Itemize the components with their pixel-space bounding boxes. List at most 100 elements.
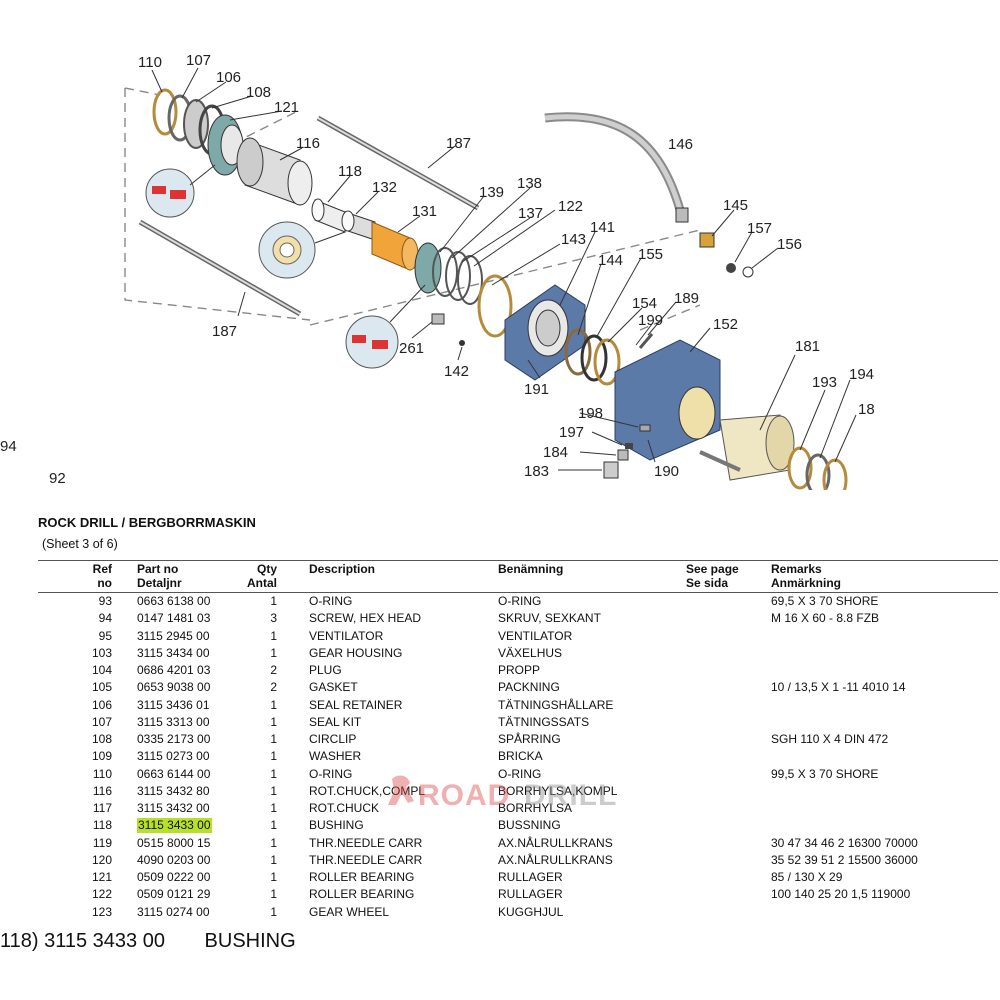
cell-qty: 1 bbox=[270, 835, 277, 850]
ball-142 bbox=[459, 340, 465, 346]
cell-remarks: 99,5 X 3 70 SHORE bbox=[771, 766, 879, 781]
label-92: 92 bbox=[49, 470, 66, 487]
label-154: 154 bbox=[632, 295, 657, 312]
label-146: 146 bbox=[668, 136, 693, 153]
label-183: 183 bbox=[524, 463, 549, 480]
sleeve-181 bbox=[719, 414, 795, 481]
selected-part-no: 3115 3433 00 bbox=[44, 930, 165, 952]
selected-ref: 118) bbox=[0, 930, 39, 952]
label-199: 199 bbox=[638, 312, 663, 329]
pin-189 bbox=[638, 333, 654, 349]
cell-part-no[interactable]: 3115 0274 00 bbox=[137, 904, 210, 919]
fitting-145 bbox=[675, 207, 715, 248]
cell-part-no[interactable]: 0509 0121 29 bbox=[137, 887, 211, 902]
label-187-top: 187 bbox=[446, 135, 471, 152]
cell-description: ROLLER BEARING bbox=[309, 887, 415, 902]
rings-144-154 bbox=[564, 328, 621, 386]
cell-remarks: M 16 X 60 - 8.8 FZB bbox=[771, 611, 880, 626]
cell-ref: 104 bbox=[91, 663, 112, 677]
label-187-left: 187 bbox=[212, 323, 237, 340]
cell-part-no[interactable]: 3115 0273 00 bbox=[137, 749, 210, 764]
cell-ref: 110 bbox=[92, 766, 112, 781]
cell-remarks: 30 47 34 46 2 16300 70000 bbox=[771, 835, 918, 850]
sheet-indicator: (Sheet 3 of 6) bbox=[42, 537, 118, 551]
cell-part-no[interactable]: 3115 3432 80 bbox=[137, 783, 210, 798]
cell-part-no[interactable]: 0509 0222 00 bbox=[137, 870, 211, 884]
label-181: 181 bbox=[795, 338, 820, 355]
document-title: ROCK DRILL / BERGBORRMASKIN bbox=[38, 515, 256, 530]
label-141: 141 bbox=[590, 219, 615, 236]
cell-part-no[interactable]: 3115 3313 00 bbox=[137, 714, 210, 729]
parts-157-156 bbox=[726, 263, 754, 278]
bushing-131 bbox=[371, 221, 419, 271]
label-131: 131 bbox=[412, 203, 437, 220]
cell-ref: 103 bbox=[91, 645, 112, 660]
cell-part-no[interactable]: 4090 0203 00 bbox=[137, 852, 211, 867]
cell-description: VENTILATOR bbox=[309, 628, 384, 643]
cell-part-no[interactable]: 3115 3434 00 bbox=[137, 645, 210, 660]
cell-part-no[interactable]: 0147 1481 03 bbox=[137, 611, 211, 626]
cell-ref: 94 bbox=[98, 611, 112, 626]
cell-ref: 108 bbox=[91, 732, 112, 746]
cell-qty: 1 bbox=[270, 749, 277, 764]
label-193: 193 bbox=[812, 374, 837, 391]
selected-part-line: 118) 3115 3433 00 BUSHING bbox=[0, 930, 296, 953]
cell-part-no[interactable]: 0663 6138 00 bbox=[137, 594, 211, 608]
label-190: 190 bbox=[654, 463, 679, 480]
label-143: 143 bbox=[561, 231, 586, 248]
cell-part-no[interactable]: 3115 3432 00 bbox=[137, 801, 210, 815]
cell-part-no[interactable]: 0686 4201 03 bbox=[137, 663, 211, 677]
cell-part-no[interactable]: 3115 3436 01 bbox=[137, 697, 210, 712]
cell-remarks: 100 140 25 20 1,5 119000 bbox=[771, 887, 911, 902]
cell-description: BUSHING bbox=[309, 818, 364, 833]
cell-part-no[interactable]: 0663 6144 00 bbox=[137, 766, 211, 781]
cell-benamning: RULLAGER bbox=[498, 870, 563, 884]
cell-part-no[interactable]: 3115 2945 00 bbox=[137, 628, 210, 643]
cell-part-no[interactable]: 0515 8000 15 bbox=[137, 835, 211, 850]
cell-ref: 119 bbox=[92, 835, 112, 850]
small-parts-198-183 bbox=[603, 424, 651, 479]
cell-description: GASKET bbox=[309, 680, 358, 695]
diagram-labels: 110 107 106 108 121 116 118 132 131 187 … bbox=[0, 52, 875, 487]
detail-callout-seal bbox=[345, 284, 426, 369]
cell-description: O-RING bbox=[309, 594, 353, 608]
label-116: 116 bbox=[296, 135, 320, 152]
label-184: 184 bbox=[543, 444, 568, 461]
cell-benamning: SKRUV, SEXKANT bbox=[498, 611, 601, 626]
cell-benamning: PACKNING bbox=[498, 680, 560, 695]
label-198: 198 bbox=[578, 405, 603, 422]
cell-description: SEAL RETAINER bbox=[309, 697, 403, 712]
label-106: 106 bbox=[216, 69, 241, 86]
cell-part-no-highlighted[interactable]: 3115 3433 00 bbox=[137, 818, 212, 834]
cell-qty: 1 bbox=[270, 887, 277, 902]
label-194: 194 bbox=[849, 366, 874, 383]
label-108: 108 bbox=[246, 84, 271, 101]
cell-part-no[interactable]: 0335 2173 00 bbox=[137, 732, 211, 746]
leader-lines bbox=[151, 67, 857, 471]
cell-description: GEAR HOUSING bbox=[309, 645, 403, 660]
cell-benamning: SPÅRRING bbox=[498, 732, 561, 746]
cell-remarks: SGH 110 X 4 DIN 472 bbox=[771, 732, 889, 746]
cell-description: WASHER bbox=[309, 749, 362, 764]
cell-qty: 1 bbox=[270, 697, 277, 712]
selected-description: BUSHING bbox=[204, 930, 296, 952]
cell-benamning: O-RING bbox=[498, 594, 542, 608]
label-261: 261 bbox=[399, 340, 424, 357]
header-bottom-rule bbox=[38, 592, 998, 593]
cell-part-no[interactable]: 0653 9038 00 bbox=[137, 680, 211, 695]
label-110: 110 bbox=[138, 54, 162, 71]
cell-benamning: AX.NÅLRULLKRANS bbox=[498, 852, 613, 867]
